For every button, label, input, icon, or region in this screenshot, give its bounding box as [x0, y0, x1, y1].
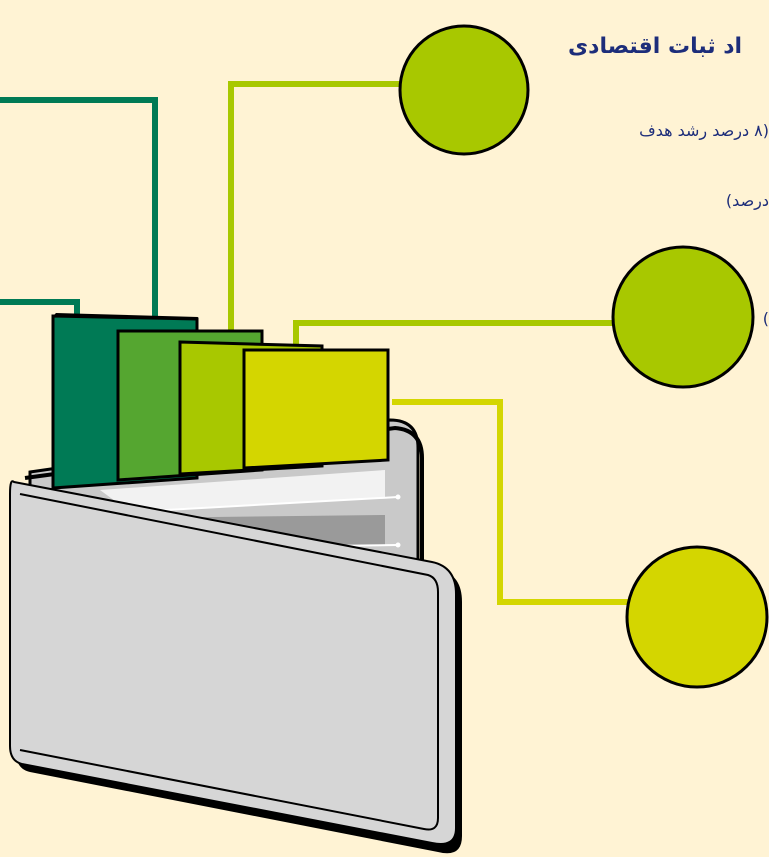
label-percent: درصد): [725, 191, 769, 210]
circle-node-bottom: [625, 545, 769, 689]
label-growth-target: (۸ درصد رشد هدف: [639, 121, 769, 140]
label-middle-fragment: ): [762, 309, 769, 328]
connector-dark-green-top: [0, 97, 158, 330]
circle-node-top: [398, 24, 530, 156]
circle-node-middle: [611, 245, 755, 389]
connector-lime-middle: [293, 320, 614, 350]
connector-lime-top: [228, 81, 402, 330]
folder-yellow: [242, 348, 390, 470]
wallet-icon: [9, 313, 462, 854]
heading-text: اد ثبات اقتصادی: [568, 34, 743, 59]
connector-yellow-bottom: [392, 399, 628, 605]
